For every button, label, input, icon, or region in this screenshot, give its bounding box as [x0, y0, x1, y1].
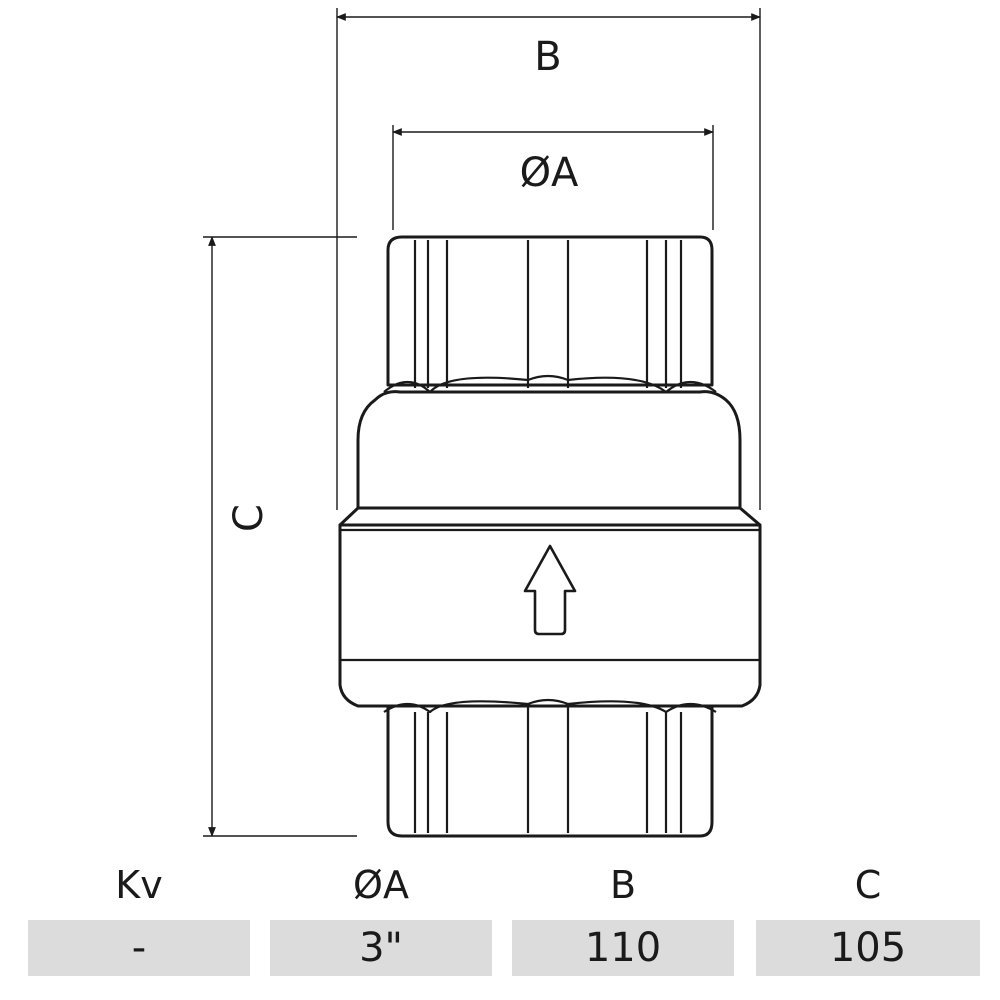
top-hex-connector — [386, 235, 714, 387]
dimension-b — [336, 8, 761, 510]
body-taper — [338, 506, 762, 527]
table-header-b: B — [609, 863, 637, 907]
dimension-a — [392, 125, 714, 230]
table-header-c: C — [854, 863, 882, 907]
table-cell-b: 110 — [512, 920, 734, 976]
table-cell-kv: - — [28, 920, 250, 976]
table-cell-c: 105 — [756, 920, 980, 976]
dimension-b-label: B — [534, 34, 561, 80]
arrow-up-icon — [523, 544, 577, 636]
valve-body — [338, 235, 762, 838]
dimension-c-label: C — [226, 504, 272, 532]
table-header-a: ØA — [353, 863, 409, 907]
bottom-hex-connector — [386, 704, 714, 838]
dimension-c — [203, 236, 357, 837]
upper-body — [356, 390, 742, 510]
table-cell-a: 3" — [270, 920, 492, 976]
dimension-a-label: ØA — [520, 150, 579, 196]
check-valve-drawing: B ØA C — [203, 8, 762, 838]
table-header-kv: Kv — [115, 863, 163, 907]
